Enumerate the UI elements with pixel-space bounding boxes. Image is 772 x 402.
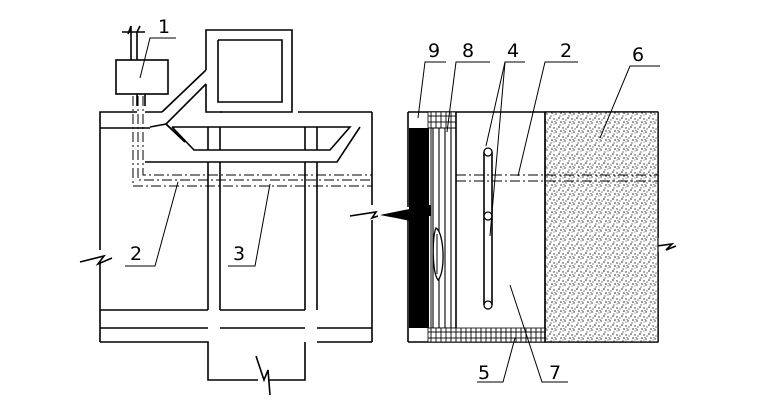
label-4: 4 (507, 40, 519, 62)
left-plan-view: 1 2 3 (79, 16, 379, 396)
label-3: 3 (233, 243, 245, 265)
label-5: 5 (478, 362, 490, 384)
label-9: 9 (428, 40, 440, 62)
label-2-left: 2 (130, 243, 142, 265)
band-top (427, 111, 457, 129)
label-8: 8 (462, 40, 474, 62)
label-2-right: 2 (560, 40, 572, 62)
pipeline-2-left (132, 96, 372, 187)
fill-body-6 (544, 111, 659, 343)
label-6: 6 (632, 44, 644, 66)
main-drift-walls (79, 29, 379, 396)
pipe-4 (483, 147, 493, 310)
band-bottom (427, 327, 546, 343)
leaders-right (417, 61, 660, 383)
device-1 (115, 25, 169, 106)
pipeline-2-right (456, 174, 658, 182)
leaders-left (125, 37, 271, 267)
right-section-view: 9 8 4 2 6 5 7 (380, 40, 677, 384)
hatch-8 (430, 127, 457, 329)
bulge-object (432, 227, 444, 281)
label-1: 1 (158, 16, 170, 38)
label-7: 7 (549, 362, 561, 384)
